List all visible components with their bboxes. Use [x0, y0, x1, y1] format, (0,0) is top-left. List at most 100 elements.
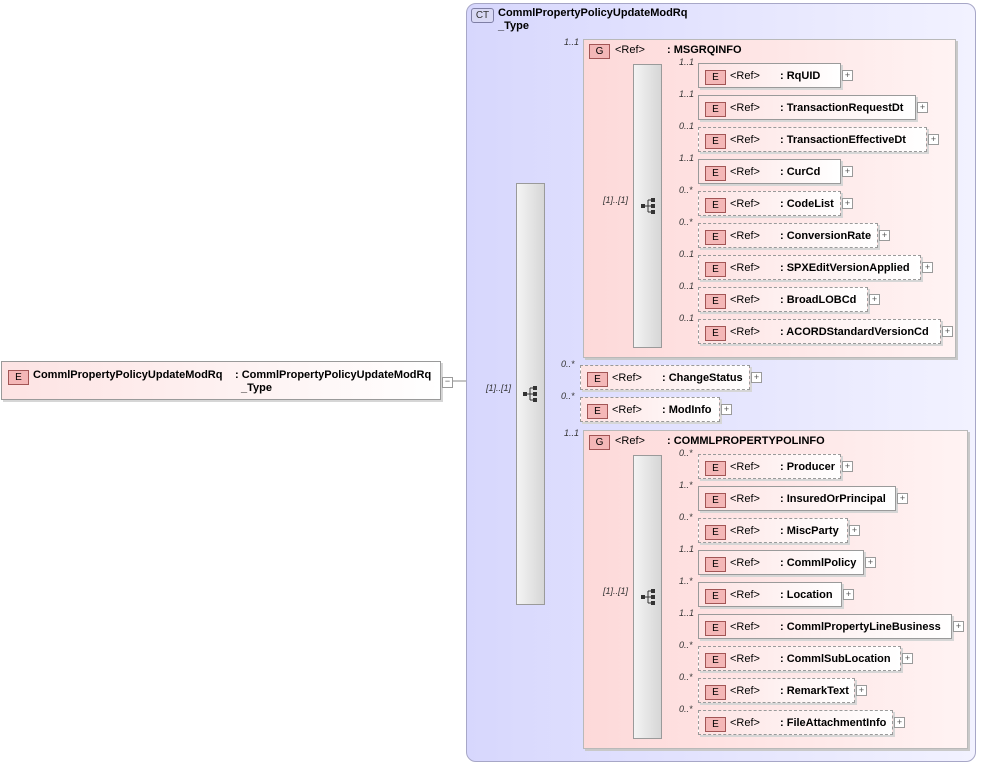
expand-icon[interactable]: +: [751, 372, 762, 383]
element-cardinality: 1..1: [679, 57, 695, 67]
element-cardinality: 1..*: [679, 576, 693, 586]
outer-sequence-cardinality: [1]..[1]: [486, 383, 512, 393]
commlpropertypolinfo-element[interactable]: E<Ref>: RemarkText: [698, 678, 855, 703]
element-name: : ChangeStatus: [662, 372, 743, 384]
element-ref-label: <Ref>: [730, 493, 760, 505]
expand-icon[interactable]: +: [869, 294, 880, 305]
element-badge: E: [705, 525, 726, 540]
element-name: : InsuredOrPrincipal: [780, 493, 886, 505]
middle-element[interactable]: E <Ref> : ChangeStatus: [580, 365, 750, 390]
element-name: : ModInfo: [662, 404, 712, 416]
commlpropertypolinfo-element[interactable]: E<Ref>: Location: [698, 582, 842, 607]
element-cardinality: 0..1: [679, 121, 695, 131]
expand-icon[interactable]: +: [879, 230, 890, 241]
expand-icon[interactable]: +: [894, 717, 905, 728]
expand-icon[interactable]: +: [856, 685, 867, 696]
element-badge: E: [8, 370, 29, 385]
msgrqinfo-element[interactable]: E<Ref>: ConversionRate: [698, 223, 878, 248]
element-badge: E: [705, 262, 726, 277]
element-badge: E: [705, 653, 726, 668]
expand-icon[interactable]: +: [953, 621, 964, 632]
expand-icon[interactable]: +: [902, 653, 913, 664]
expand-icon[interactable]: +: [721, 404, 732, 415]
commlpropertypolinfo-element[interactable]: E<Ref>: CommlPolicy: [698, 550, 864, 575]
element-ref-label: <Ref>: [730, 685, 760, 697]
element-cardinality: 0..*: [679, 640, 693, 650]
expand-icon[interactable]: +: [843, 589, 854, 600]
expand-icon[interactable]: +: [842, 70, 853, 81]
element-name: : FileAttachmentInfo: [780, 717, 887, 729]
group-msgrqinfo-cardinality: 1..1: [564, 37, 580, 47]
element-name: : ACORDStandardVersionCd: [780, 326, 929, 338]
collapse-icon[interactable]: −: [442, 377, 453, 388]
sequence-icon: [641, 589, 655, 605]
element-name: : SPXEditVersionApplied: [780, 262, 910, 274]
element-cardinality: 1..1: [679, 89, 695, 99]
element-cardinality: 1..1: [679, 544, 695, 554]
element-ref-label: <Ref>: [730, 621, 760, 633]
element-badge: E: [705, 493, 726, 508]
element-ref-label: <Ref>: [730, 557, 760, 569]
element-cardinality: 0..*: [561, 391, 575, 401]
commlpropertypolinfo-element[interactable]: E <Ref> : InsuredOrPrincipal: [698, 486, 896, 511]
expand-icon[interactable]: +: [842, 461, 853, 472]
element-ref-label: <Ref>: [730, 326, 760, 338]
element-ref-label: <Ref>: [730, 262, 760, 274]
element-cardinality: 0..1: [679, 249, 695, 259]
expand-icon[interactable]: +: [865, 557, 876, 568]
msgrqinfo-element[interactable]: E<Ref>: BroadLOBCd: [698, 287, 868, 312]
element-cardinality: 1..*: [679, 480, 693, 490]
element-ref-label: <Ref>: [730, 653, 760, 665]
msgrqinfo-element[interactable]: E<Ref>: ACORDStandardVersionCd: [698, 319, 941, 344]
group-ref-label: <Ref>: [615, 44, 645, 56]
element-name: : MiscParty: [780, 525, 839, 537]
element-name: : CommlPolicy: [780, 557, 857, 569]
middle-element[interactable]: E<Ref>: ModInfo: [580, 397, 720, 422]
expand-icon[interactable]: +: [922, 262, 933, 273]
msgrqinfo-element[interactable]: E<Ref>: RqUID: [698, 63, 841, 88]
msgrqinfo-element[interactable]: E<Ref>: TransactionRequestDt: [698, 95, 916, 120]
element-name: : CommlPropertyLineBusiness: [780, 621, 941, 633]
root-element[interactable]: E CommlPropertyPolicyUpdateModRq : Comml…: [1, 361, 441, 400]
element-ref-label: <Ref>: [730, 461, 760, 473]
element-badge: E: [587, 372, 608, 387]
element-name: : Location: [780, 589, 833, 601]
commlpropertypolinfo-element[interactable]: E <Ref> : CommlPropertyLineBusiness: [698, 614, 952, 639]
element-name: : TransactionEffectiveDt: [780, 134, 906, 146]
commlpropertypolinfo-element[interactable]: E<Ref>: MiscParty: [698, 518, 848, 543]
expand-icon[interactable]: +: [849, 525, 860, 536]
commlpropertypolinfo-element[interactable]: E <Ref> : CommlSubLocation: [698, 646, 901, 671]
expand-icon[interactable]: +: [897, 493, 908, 504]
element-ref-label: <Ref>: [730, 717, 760, 729]
element-name: : CurCd: [780, 166, 821, 178]
element-name: : CodeList: [780, 198, 834, 210]
msgrqinfo-element[interactable]: E<Ref>: CodeList: [698, 191, 841, 216]
element-ref-label: <Ref>: [730, 589, 760, 601]
element-badge: E: [705, 461, 726, 476]
msgrqinfo-element[interactable]: E<Ref>: CurCd: [698, 159, 841, 184]
element-ref-label: <Ref>: [730, 166, 760, 178]
root-element-name: CommlPropertyPolicyUpdateModRq: [33, 369, 223, 381]
msgrqinfo-sequence-cardinality: [1]..[1]: [603, 195, 629, 205]
element-name: : TransactionRequestDt: [780, 102, 904, 114]
expand-icon[interactable]: +: [842, 198, 853, 209]
element-name: : Producer: [780, 461, 836, 473]
element-badge: E: [705, 294, 726, 309]
commlpropertypolinfo-element[interactable]: E<Ref>: FileAttachmentInfo: [698, 710, 893, 735]
element-ref-label: <Ref>: [612, 372, 642, 384]
msgrqinfo-element[interactable]: E <Ref> : SPXEditVersionApplied: [698, 255, 921, 280]
element-badge: E: [705, 621, 726, 636]
element-name: : BroadLOBCd: [780, 294, 857, 306]
element-cardinality: 0..*: [679, 448, 693, 458]
expand-icon[interactable]: +: [917, 102, 928, 113]
expand-icon[interactable]: +: [942, 326, 953, 337]
msgrqinfo-element[interactable]: E<Ref>: TransactionEffectiveDt: [698, 127, 927, 152]
expand-icon[interactable]: +: [842, 166, 853, 177]
commlpropertypolinfo-element[interactable]: E <Ref> : Producer: [698, 454, 841, 479]
element-name: : CommlSubLocation: [780, 653, 891, 665]
expand-icon[interactable]: +: [928, 134, 939, 145]
complex-type-badge: CT: [471, 8, 494, 23]
element-cardinality: 0..*: [679, 512, 693, 522]
root-type-line2: _Type: [241, 382, 272, 394]
outer-sequence-bar: [516, 183, 545, 605]
